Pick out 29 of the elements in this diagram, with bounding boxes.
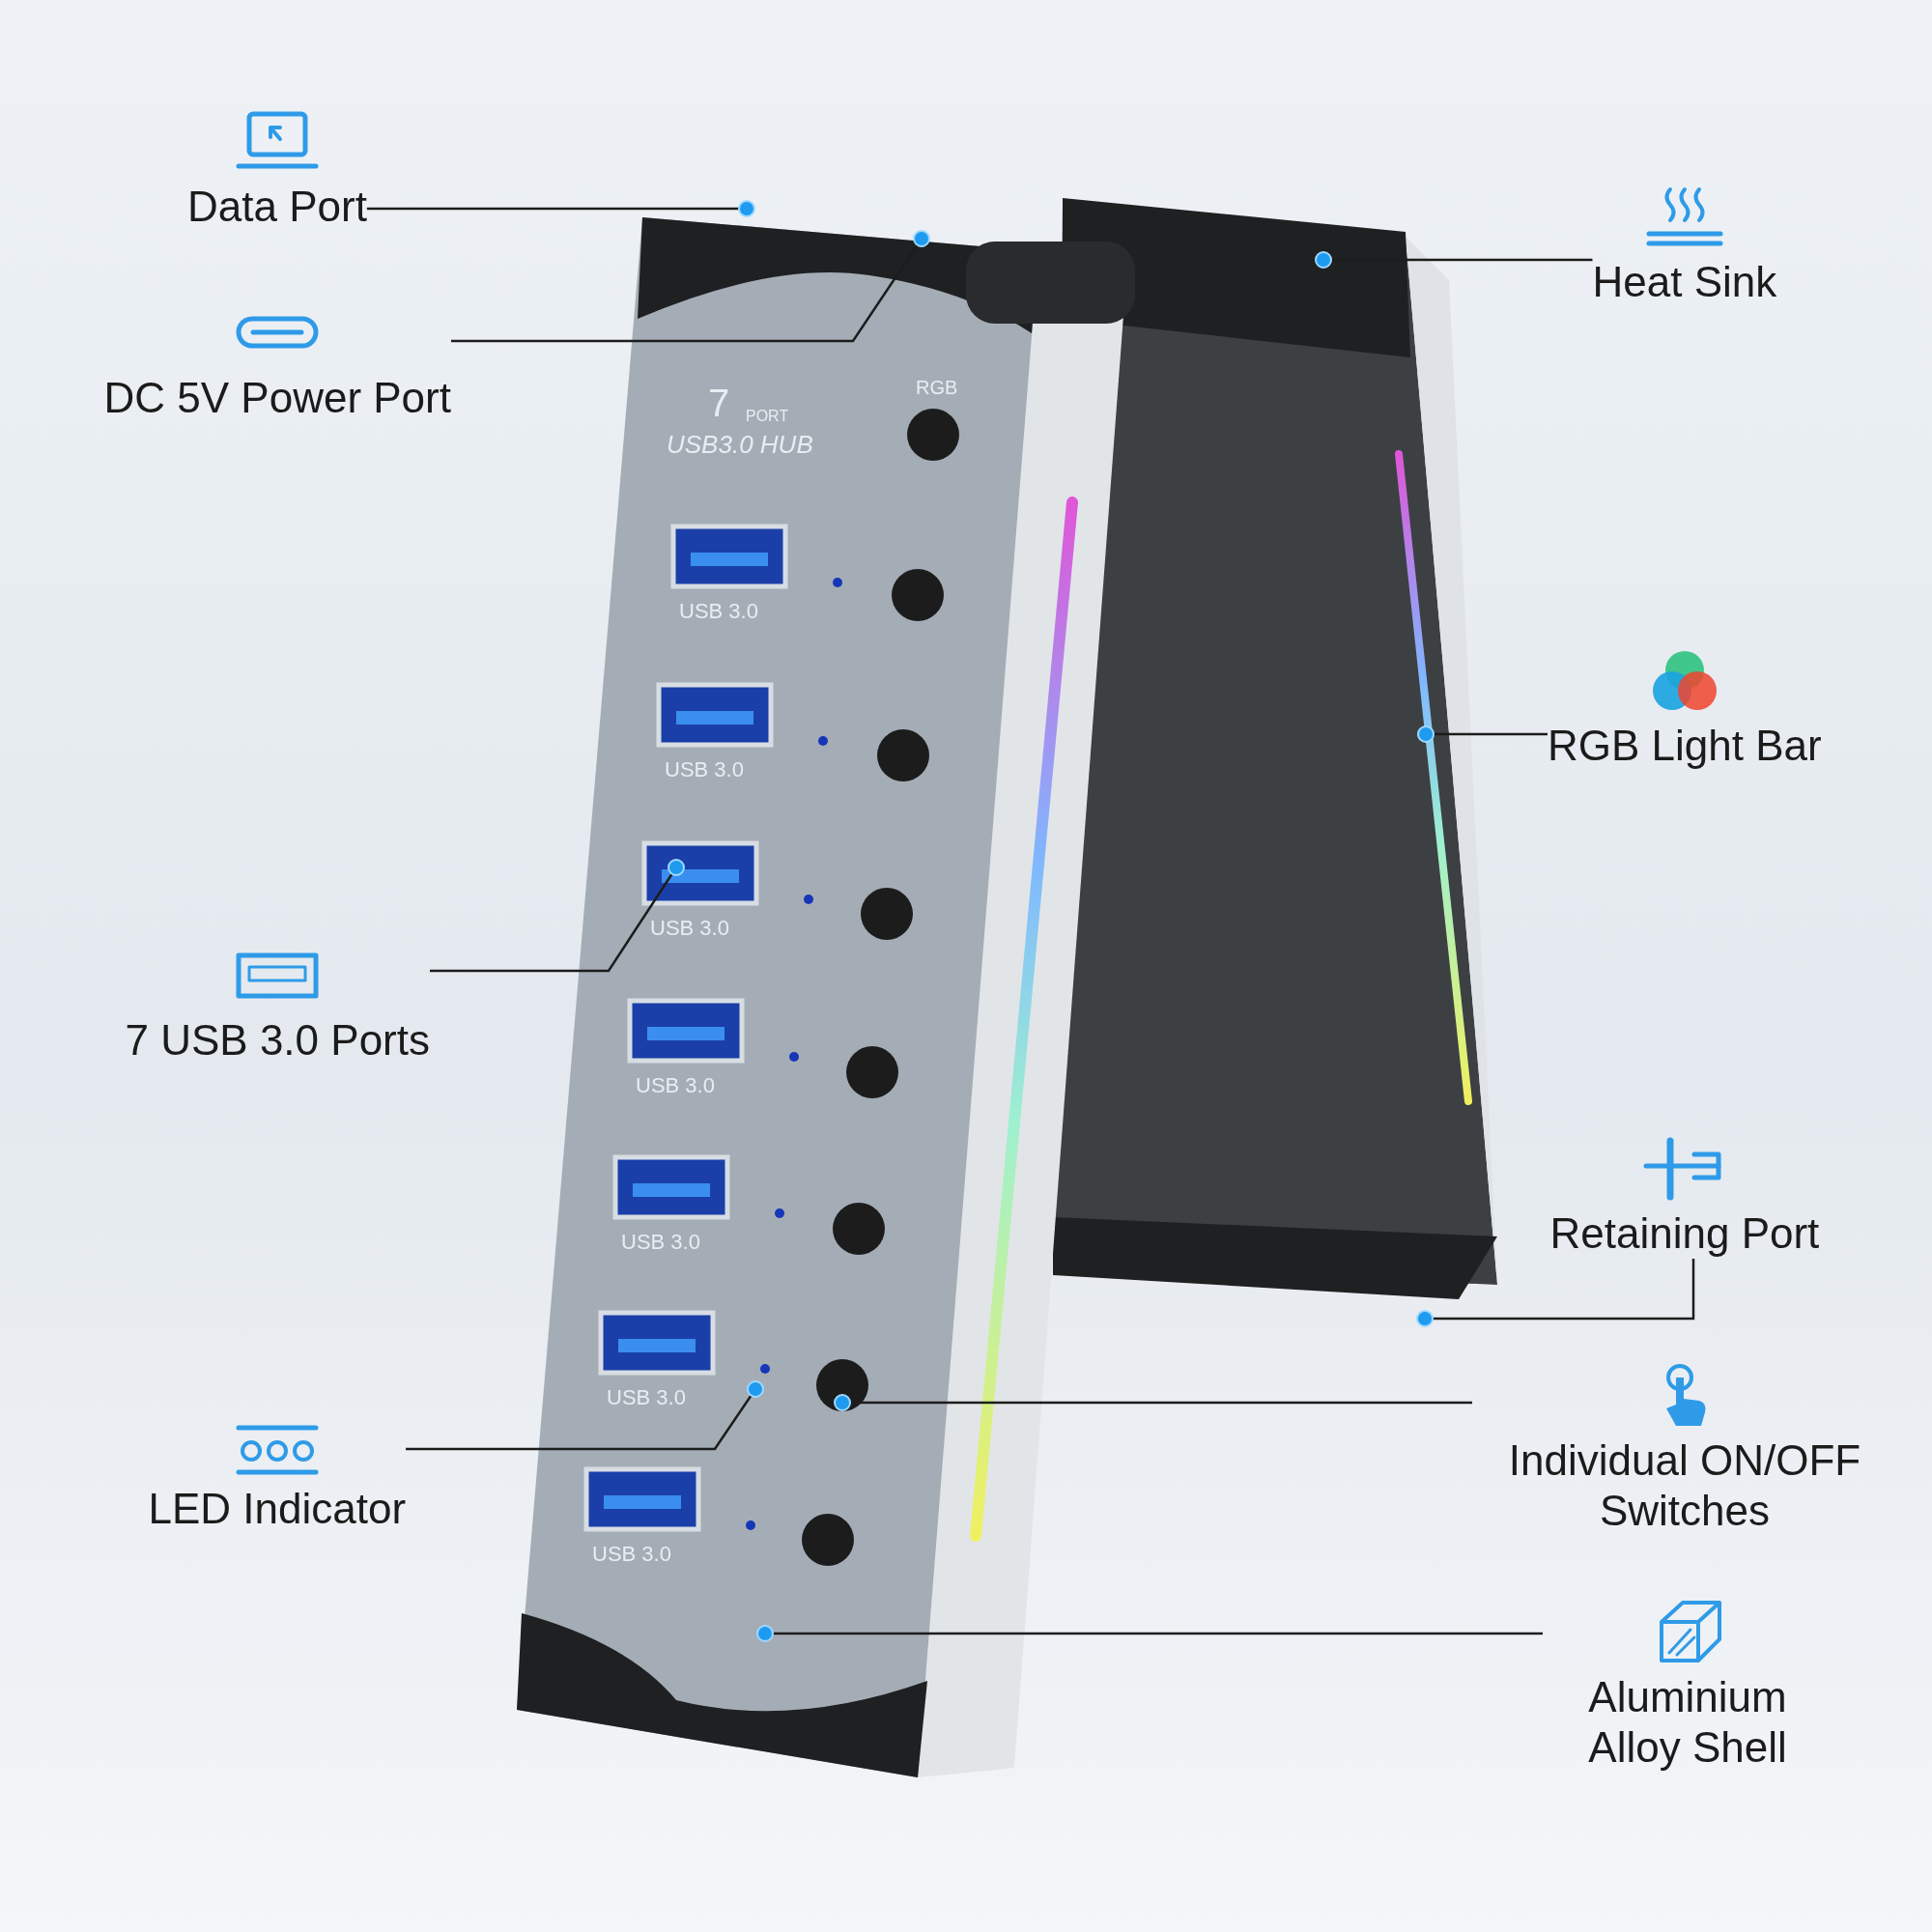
- callout-label: Individual ON/OFF Switches: [1507, 1435, 1862, 1536]
- port-label: USB 3.0: [592, 1542, 671, 1567]
- hub-model-label: USB3.0 HUB: [667, 430, 813, 460]
- leader-line: [366, 200, 755, 217]
- port-label: USB 3.0: [665, 757, 744, 782]
- callout-label: 7 USB 3.0 Ports: [125, 1015, 430, 1065]
- callout-label: Aluminium Alloy Shell: [1587, 1672, 1788, 1773]
- leader-line: [450, 230, 930, 343]
- callout-label: LED Indicator: [148, 1484, 407, 1534]
- port-label: USB 3.0: [650, 916, 729, 941]
- callout-label: Data Port: [187, 182, 367, 232]
- leader-line: [1417, 725, 1548, 743]
- leader-line: [834, 1394, 1472, 1411]
- hub-model-number: 7: [708, 382, 730, 425]
- leader-line: [430, 859, 685, 973]
- leader-line: [1416, 1259, 1695, 1327]
- port-label: USB 3.0: [636, 1073, 715, 1098]
- port-label: USB 3.0: [621, 1230, 700, 1255]
- hub-model-label: PORT: [746, 408, 789, 425]
- leader-line: [406, 1380, 764, 1451]
- callout-label: DC 5V Power Port: [103, 373, 451, 423]
- callout-label: Heat Sink: [1592, 257, 1777, 307]
- leader-line: [756, 1625, 1543, 1642]
- switch-label: RGB: [916, 377, 958, 399]
- leader-line: [1315, 251, 1593, 269]
- port-label: USB 3.0: [679, 599, 758, 624]
- callout-label: RGB Light Bar: [1548, 721, 1822, 771]
- port-label: USB 3.0: [607, 1385, 686, 1410]
- callout-label: Retaining Port: [1549, 1208, 1820, 1259]
